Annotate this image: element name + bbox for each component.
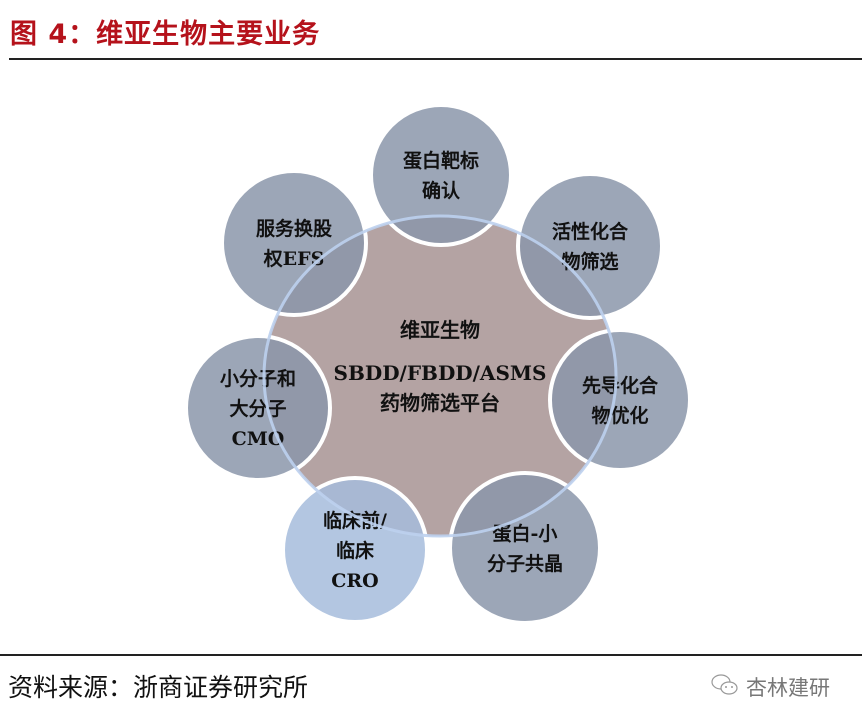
- watermark: 杏林建研: [710, 672, 830, 702]
- top-divider: [9, 58, 862, 60]
- center-title: 维亚生物: [400, 318, 480, 342]
- watermark-text: 杏林建研: [746, 676, 830, 700]
- node-label-line: 分子共晶: [487, 553, 563, 575]
- node-label-line: CMO: [232, 428, 285, 450]
- node-label-line: 临床前/: [323, 509, 387, 532]
- node-circle: [448, 471, 602, 625]
- bottom-divider: [0, 654, 862, 656]
- node-circle: [281, 476, 429, 624]
- node-label-line: 确认: [422, 179, 460, 202]
- node-label-line: 权EFS: [263, 247, 325, 270]
- wechat-icon: [710, 673, 740, 702]
- center-platforms: SBDD/FBDD/ASMS: [334, 361, 547, 385]
- node-label-line: 物优化: [591, 404, 648, 427]
- node-label-line: 小分子和: [220, 367, 296, 390]
- node-label-line: 蛋白靶标: [403, 149, 479, 172]
- node-circle: [516, 172, 664, 320]
- node-label-line: 活性化合: [552, 220, 629, 243]
- node-label-line: 物筛选: [561, 250, 618, 273]
- node-circle: [220, 169, 368, 317]
- center-ring: [262, 214, 618, 538]
- node-label-line: 蛋白-小: [493, 522, 558, 545]
- node-label-line: 临床: [336, 539, 374, 562]
- node-label-line: 服务换股: [256, 217, 332, 240]
- node-label-line: 大分子: [229, 397, 286, 420]
- node-label-line: 先导化合: [582, 374, 659, 397]
- node-label-line: CRO: [331, 570, 378, 592]
- center-platform: [264, 216, 616, 536]
- node-preclinical-clinical-cro: 临床前/临床 CRO: [281, 476, 429, 624]
- node-circle: [184, 334, 332, 482]
- node-circle: [369, 103, 513, 247]
- figure-title: 图 4：维亚生物主要业务: [10, 19, 321, 50]
- source-note: 资料来源：浙商证券研究所: [8, 673, 309, 702]
- node-circle: [548, 328, 692, 472]
- center-subtitle: 药物筛选平台: [380, 391, 500, 415]
